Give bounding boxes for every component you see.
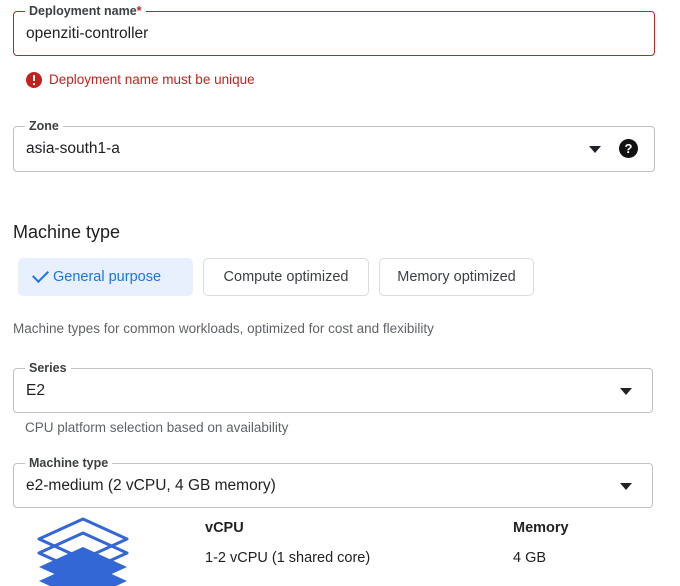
chip-memory-optimized[interactable]: Memory optimized bbox=[379, 258, 534, 296]
machine-stack-icon bbox=[37, 517, 129, 586]
series-value: E2 bbox=[26, 381, 45, 399]
series-helper-text: CPU platform selection based on availabi… bbox=[25, 420, 289, 435]
help-icon[interactable]: ? bbox=[619, 139, 638, 158]
machine-type-heading: Machine type bbox=[13, 222, 121, 242]
chevron-down-icon[interactable] bbox=[620, 482, 632, 490]
chip-general-purpose[interactable]: General purpose bbox=[18, 258, 193, 296]
machine-type-field-value: e2-medium (2 vCPU, 4 GB memory) bbox=[26, 476, 276, 494]
deployment-name-error: Deployment name must be unique bbox=[26, 72, 255, 88]
required-asterisk: * bbox=[136, 4, 142, 18]
chip-compute-optimized[interactable]: Compute optimized bbox=[203, 258, 369, 296]
error-icon bbox=[26, 72, 42, 88]
chevron-down-icon[interactable] bbox=[620, 387, 632, 395]
series-label: Series bbox=[25, 361, 71, 376]
deployment-name-field[interactable]: Deployment name* openziti-controller bbox=[13, 4, 655, 56]
error-message: Deployment name must be unique bbox=[49, 72, 255, 87]
deployment-name-label: Deployment name* bbox=[25, 4, 146, 19]
chip-general-purpose-label: General purpose bbox=[53, 269, 162, 285]
check-icon bbox=[32, 266, 49, 283]
zone-field[interactable]: Zone asia-south1-a bbox=[13, 119, 655, 172]
vcpu-header: vCPU bbox=[205, 520, 244, 536]
machine-type-field-label: Machine type bbox=[25, 456, 113, 471]
memory-value: 4 GB bbox=[513, 550, 547, 566]
memory-header: Memory bbox=[513, 520, 569, 536]
zone-label: Zone bbox=[25, 119, 63, 134]
machine-type-field[interactable]: Machine type e2-medium (2 vCPU, 4 GB mem… bbox=[13, 456, 653, 508]
series-field[interactable]: Series E2 bbox=[13, 361, 653, 413]
vcpu-value: 1-2 vCPU (1 shared core) bbox=[205, 550, 371, 566]
deployment-name-input[interactable]: openziti-controller bbox=[26, 24, 149, 42]
zone-value: asia-south1-a bbox=[26, 140, 120, 157]
chevron-down-icon[interactable] bbox=[589, 146, 601, 153]
chip-memory-optimized-label: Memory optimized bbox=[397, 269, 516, 285]
machine-type-description: Machine types for common workloads, opti… bbox=[13, 321, 434, 336]
chip-compute-optimized-label: Compute optimized bbox=[223, 269, 349, 285]
